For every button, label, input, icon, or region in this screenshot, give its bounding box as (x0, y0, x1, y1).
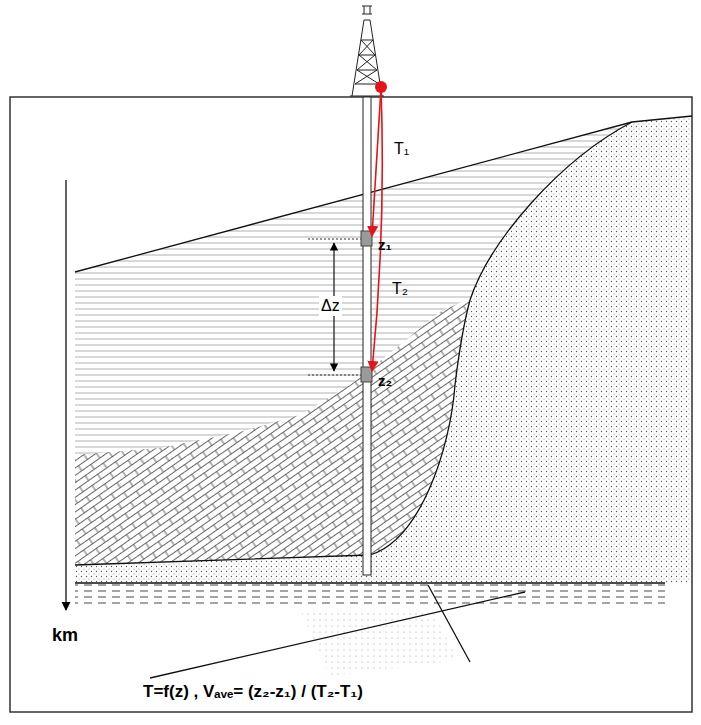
depth-label: z₁ (378, 237, 392, 254)
ray-path (372, 88, 382, 371)
fault-line (428, 585, 470, 662)
borehole (363, 97, 371, 575)
sand-body (75, 116, 692, 583)
receiver (361, 231, 372, 246)
section-frame (10, 97, 692, 712)
axis-unit: km (52, 626, 78, 646)
time-label: T₁ (394, 140, 409, 158)
depth-tick (308, 239, 362, 240)
receiver (361, 367, 372, 382)
horizon-line (150, 592, 525, 678)
depth-tick (308, 375, 362, 376)
depth-label: z₂ (378, 373, 392, 390)
seismic-source (375, 81, 387, 93)
depth-axis (65, 180, 66, 610)
ray-path (372, 88, 381, 236)
interval-label: Δz (319, 296, 342, 316)
horizon-line (75, 582, 665, 583)
horizon-line (75, 122, 632, 565)
fault-block (300, 610, 458, 676)
lower-shale (75, 584, 665, 608)
formula: T=f(z) , Vₐᵥₑ= (z₂-z₁) / (T₂-T₁) (143, 683, 363, 702)
time-label: T₂ (392, 280, 408, 298)
horizon-line (75, 122, 632, 272)
horizon-line (632, 116, 692, 122)
